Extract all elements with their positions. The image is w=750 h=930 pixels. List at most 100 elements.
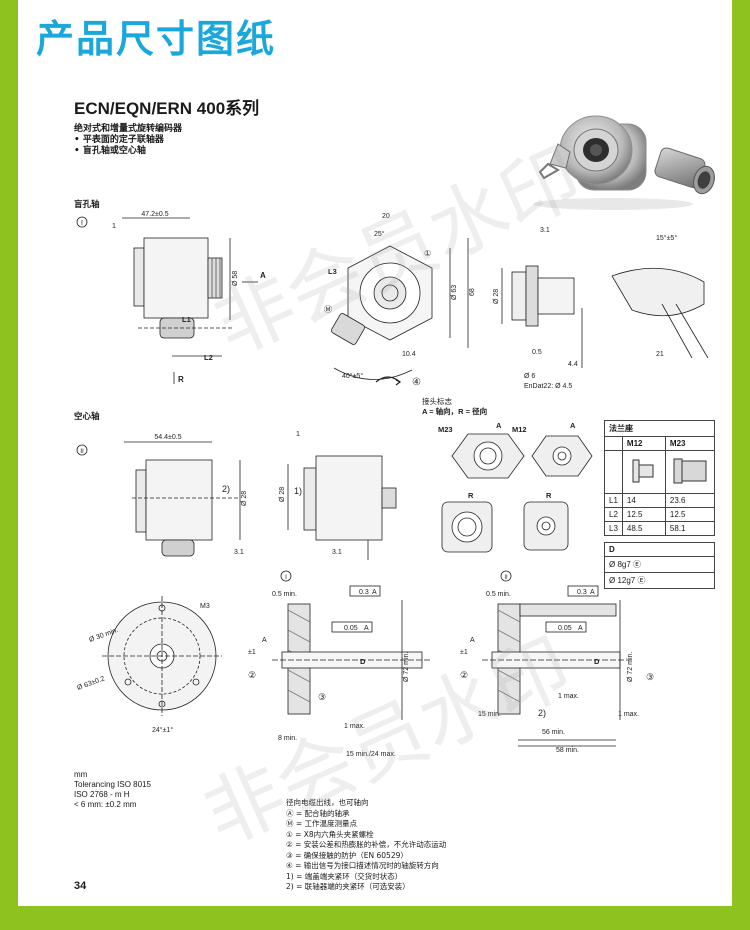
label-A-blind: A bbox=[260, 271, 266, 280]
row-L1-m23: 23.6 bbox=[664, 493, 715, 508]
label-M23-axial: M23 bbox=[438, 425, 453, 434]
dim-25deg: 25° bbox=[374, 230, 385, 238]
d-table-header: D bbox=[604, 542, 715, 557]
flange-image-m23 bbox=[664, 450, 715, 494]
dim-pm1-II: ±1 bbox=[460, 649, 468, 656]
flange-header-blank bbox=[604, 436, 623, 451]
row-L2-m23: 12.5 bbox=[664, 507, 715, 522]
rotation-arrow-icon: ④ bbox=[375, 376, 421, 388]
dim-72-min-I: Ø 72 min. bbox=[403, 652, 410, 682]
label-A-m23: A bbox=[496, 421, 502, 430]
dim-10-4: 10.4 bbox=[402, 351, 416, 358]
dim-3-1-hollow-2: 3.1 bbox=[332, 549, 342, 556]
dim-0-5: 0.5 bbox=[532, 349, 542, 356]
subhead-3: • 盲孔轴或空心轴 bbox=[74, 146, 146, 156]
connector-label: 接头标志 bbox=[422, 397, 452, 406]
row-label-L3: L3 bbox=[604, 521, 623, 536]
dim-15-min-II: 15 min. bbox=[478, 711, 501, 718]
mark-4-circle: ④ bbox=[412, 377, 421, 388]
dim-endat: EnDat22: Ø 4.5 bbox=[524, 383, 572, 390]
note-2-hollow: 2) bbox=[222, 484, 230, 494]
label-L2: L2 bbox=[204, 353, 213, 362]
table-row: L3 48.5 58.1 bbox=[604, 521, 715, 536]
label-L3: L3 bbox=[328, 267, 337, 276]
note-line: ① = X8内六角头夹紧螺栓 bbox=[286, 829, 374, 839]
note-line: 径向电缆出线，也可轴向 bbox=[286, 798, 369, 807]
tol-0-05-I: 0.05 bbox=[344, 625, 358, 632]
label-M3: M3 bbox=[200, 603, 210, 610]
subhead-2: • 平表面的定子联轴器 bbox=[74, 135, 164, 145]
mark-3-I: ③ bbox=[318, 692, 326, 702]
dim-1: 1 bbox=[112, 223, 116, 230]
dim-20: 20 bbox=[382, 213, 390, 220]
tolerance-small: < 6 mm: ±0.2 mm bbox=[74, 800, 137, 809]
dim-58: Ø 58 bbox=[232, 271, 239, 286]
tolerance-iso8015: Tolerancing ISO 8015 bbox=[74, 780, 151, 789]
table-row: L2 12.5 12.5 bbox=[604, 507, 715, 522]
mark-2-I: ② bbox=[248, 670, 256, 680]
note-line: Ⓜ = 工作温度测量点 bbox=[286, 819, 358, 828]
label-R-m12: R bbox=[546, 491, 552, 500]
connector-desc: A = 轴向，R = 径向 bbox=[422, 407, 488, 416]
view-II-marker: II bbox=[80, 448, 84, 455]
label-A-m12: A bbox=[570, 421, 576, 430]
note-line: ② = 安装公差和热膨胀的补偿，不允许动态运动 bbox=[286, 840, 447, 849]
row-L1-m12: 14 bbox=[621, 493, 666, 508]
ref-A-II: A bbox=[470, 637, 475, 644]
dim-56-min: 56 min. bbox=[542, 729, 565, 736]
dim-58-min: 58 min. bbox=[556, 747, 579, 754]
dim-63-pm: Ø 63±0.2 bbox=[76, 675, 106, 691]
note-line: 1) = 端盖端夹紧环（交货时状态） bbox=[286, 871, 403, 881]
m23-flange-drawing bbox=[673, 458, 707, 484]
table-row: Ø 12g7 Ⓔ bbox=[604, 572, 715, 589]
mark-1-circle: ① bbox=[424, 249, 431, 258]
view-I-marker: I bbox=[81, 220, 83, 227]
dim-47-2: 47.2±0.5 bbox=[141, 211, 168, 218]
row-L3-m12: 48.5 bbox=[621, 521, 666, 536]
dim-3-1: 3.1 bbox=[540, 227, 550, 234]
note-1-hollow: 1) bbox=[294, 486, 302, 496]
mounting-drawings: M3 Ø 30 min. Ø 63±0.2 24°±1° I 0.5 min. … bbox=[76, 570, 654, 758]
dim-28-hollow: Ø 28 bbox=[241, 491, 248, 506]
note-line: ④ = 输出信号为接口描述情况时的轴旋转方向 bbox=[286, 861, 439, 870]
dim-63: Ø 63 bbox=[451, 285, 458, 300]
dim-28-hollow-2: Ø 28 bbox=[279, 487, 286, 502]
dim-28-blind: Ø 28 bbox=[493, 289, 500, 304]
mark-3-II: ③ bbox=[646, 672, 654, 682]
mark-M-circle: Ⓜ bbox=[324, 305, 332, 314]
banner-title: 产品尺寸图纸 bbox=[36, 17, 277, 61]
dim-4-4: 4.4 bbox=[568, 361, 578, 368]
section-blind-hollow-shaft: 盲孔轴 bbox=[74, 200, 100, 210]
blind-shaft-drawings: I 47.2±0.5 1 Ø 58 A L1 L2 R 20 25° bbox=[76, 211, 709, 390]
ref-A-0-3-I: A bbox=[372, 589, 377, 596]
label-L1: L1 bbox=[182, 315, 191, 324]
row-label-L2: L2 bbox=[604, 507, 623, 522]
dim-0-5-min-I: 0.5 min. bbox=[272, 591, 297, 598]
flange-header-m12: M12 bbox=[621, 436, 666, 451]
label-R-m23: R bbox=[468, 491, 474, 500]
catalog-page: ECN/EQN/ERN 400系列 绝对式和增量式旋转编码器 • 平表面的定子联… bbox=[18, 70, 732, 906]
flange-table: 法兰座 M12 M23 bbox=[604, 420, 715, 589]
dim-1-max-II: 1 max. bbox=[558, 693, 579, 700]
label-D-II: D bbox=[594, 657, 600, 666]
flange-image-cell bbox=[604, 450, 623, 494]
section-hollow-shaft: 空心轴 bbox=[74, 412, 100, 422]
row-L3-m23: 58.1 bbox=[664, 521, 715, 536]
dim-1-max-II-b: 1 max. bbox=[618, 711, 639, 718]
dim-3-1-hollow: 3.1 bbox=[234, 549, 244, 556]
note-line: ③ = 确保接触的防护（EN 60529） bbox=[286, 850, 408, 860]
ref-A-I: A bbox=[262, 637, 267, 644]
dim-1-max-I: 1 max. bbox=[344, 723, 365, 730]
row-label-L1: L1 bbox=[604, 493, 623, 508]
table-row: L1 14 23.6 bbox=[604, 493, 715, 508]
note-2-II: 2) bbox=[538, 708, 546, 718]
note-line: 2) = 联轴器端的夹紧环（可选安装） bbox=[286, 882, 410, 891]
m12-flange-drawing bbox=[632, 459, 654, 483]
ref-A-0-3-II: A bbox=[590, 589, 595, 596]
dim-21: 21 bbox=[656, 351, 664, 358]
series-title: ECN/EQN/ERN 400系列 bbox=[74, 99, 260, 118]
page-number: 34 bbox=[74, 880, 87, 892]
row-L2-m12: 12.5 bbox=[621, 507, 666, 522]
